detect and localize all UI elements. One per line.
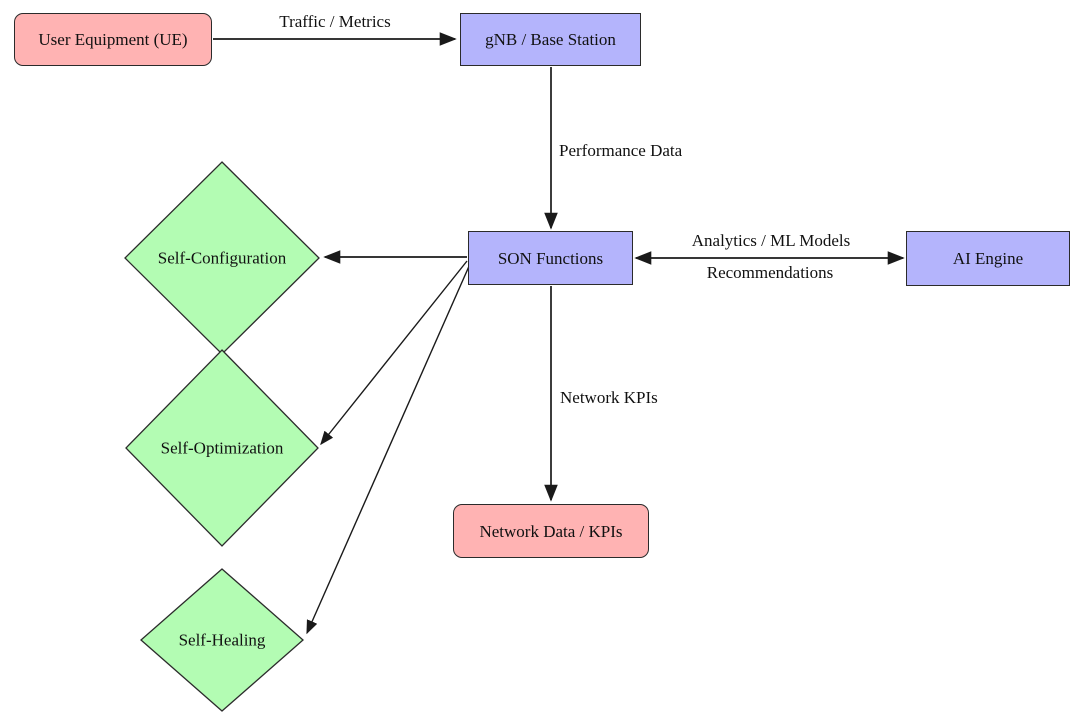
node-gnb-base-station-label: gNB / Base Station: [485, 30, 616, 49]
edge-label-analytics-ml-models: Analytics / ML Models: [691, 231, 851, 250]
edge-label-traffic-metrics: Traffic / Metrics: [279, 12, 391, 31]
node-self-optimization-label: Self-Optimization: [160, 438, 284, 458]
node-self-configuration-label: Self-Configuration: [157, 248, 287, 268]
arrow-son-to-self-healing: [306, 263, 471, 635]
edge-label-network-kpis: Network KPIs: [560, 388, 658, 407]
node-self-healing-label: Self-Healing: [178, 630, 266, 650]
node-ai-engine: AI Engine: [906, 231, 1070, 286]
edge-label-performance-data: Performance Data: [559, 141, 683, 160]
node-gnb-base-station: gNB / Base Station: [460, 13, 641, 66]
node-ai-engine-label: AI Engine: [952, 249, 1024, 268]
node-son-functions-label: SON Functions: [497, 248, 604, 268]
diamond-self-healing: [140, 568, 304, 712]
edge-label-recommendations: Recommendations: [706, 263, 834, 282]
node-son-functions: SON Functions: [468, 231, 633, 285]
node-user-equipment: User Equipment (UE): [14, 13, 212, 66]
arrow-son-to-self-optimization: [320, 260, 468, 446]
diamond-self-optimization: [125, 349, 319, 547]
node-user-equipment-label: User Equipment (UE): [38, 30, 188, 49]
node-network-data-kpis: Network Data / KPIs: [453, 504, 649, 558]
node-network-data-kpis-label: Network Data / KPIs: [479, 521, 623, 541]
